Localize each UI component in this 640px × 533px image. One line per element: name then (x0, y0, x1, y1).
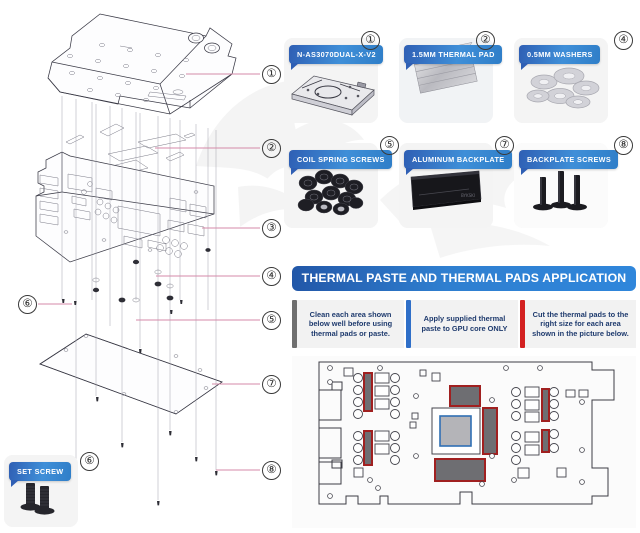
part-card-number-5: ⑤ (380, 136, 399, 155)
exploded-assembly-diagram: .ln { fill:none; stroke:#3a3a46; stroke-… (35, 13, 260, 506)
callout-number-2: ② (262, 139, 281, 158)
part-card-aluminum-backplate[interactable]: BYKSKI ALUMINUM BACKPLATE (399, 143, 512, 228)
part-card-waterblock[interactable]: N-AS3070DUAL-X-V2 (284, 38, 383, 123)
callout-number-4: ④ (262, 267, 281, 286)
gpu-pcb-part (35, 151, 215, 263)
waterblock-part (47, 13, 237, 115)
aluminum-backplate-part (39, 333, 223, 415)
part-card-number-1: ① (361, 31, 380, 50)
callout-number-1: ① (262, 65, 281, 84)
callout-number-5: ⑤ (262, 311, 281, 330)
part-card-number-4: ④ (614, 31, 633, 50)
instruction-text: Apply supplied thermal paste to GPU core… (411, 300, 518, 348)
instruction-block-paste: Apply supplied thermal paste to GPU core… (406, 300, 518, 348)
callout-number-6: ⑥ (18, 295, 37, 314)
part-card-label: 0.5MM WASHERS (519, 45, 600, 70)
part-card-number-2: ② (476, 31, 495, 50)
part-card-backplate-screws[interactable]: BACKPLATE SCREWS (514, 143, 619, 228)
gpu-pcb-thermal-map: .pcbln { fill:none; stroke:#3c3c44; stro… (292, 356, 636, 528)
svg-text:BYKSKI: BYKSKI (461, 193, 475, 198)
instruction-text: Clean each area shown below well before … (297, 300, 404, 348)
set-screw-card-number: ⑥ (80, 452, 99, 471)
instruction-block-cut-pads: Cut the thermal pads to the right size f… (520, 300, 636, 348)
part-card-label: ALUMINUM BACKPLATE (404, 150, 512, 175)
callout-number-8: ⑧ (262, 461, 281, 480)
part-card-set-screw[interactable]: SET SCREW (4, 455, 78, 527)
callout-number-3: ③ (262, 219, 281, 238)
part-card-label: N-AS3070DUAL-X-V2 (289, 45, 383, 70)
thermal-section-header: THERMAL PASTE AND THERMAL PADS APPLICATI… (292, 266, 636, 291)
part-card-label: COIL SPRING SCREWS (289, 150, 392, 175)
part-card-number-8: ⑧ (614, 136, 633, 155)
thermal-pads-part (65, 123, 196, 179)
pcb-thermal-map-wrapper: .pcbln { fill:none; stroke:#3c3c44; stro… (292, 356, 636, 528)
instruction-accent-bar (292, 300, 297, 348)
part-card-label: BACKPLATE SCREWS (519, 150, 619, 175)
instruction-accent-bar (406, 300, 411, 348)
part-card-label: 1.5MM THERMAL PAD (404, 45, 502, 70)
part-card-coil-spring-screws[interactable]: COIL SPRING SCREWS (284, 143, 392, 228)
instruction-accent-bar (520, 300, 525, 348)
set-screw-label: SET SCREW (9, 462, 71, 487)
instruction-block-clean: Clean each area shown below well before … (292, 300, 404, 348)
instruction-text: Cut the thermal pads to the right size f… (525, 300, 636, 348)
part-card-number-7: ⑦ (495, 136, 514, 155)
callout-number-7: ⑦ (262, 375, 281, 394)
part-card-thermal-pad[interactable]: 1.5MM THERMAL PAD (399, 38, 502, 123)
part-card-washers[interactable]: 0.5MM WASHERS (514, 38, 608, 123)
